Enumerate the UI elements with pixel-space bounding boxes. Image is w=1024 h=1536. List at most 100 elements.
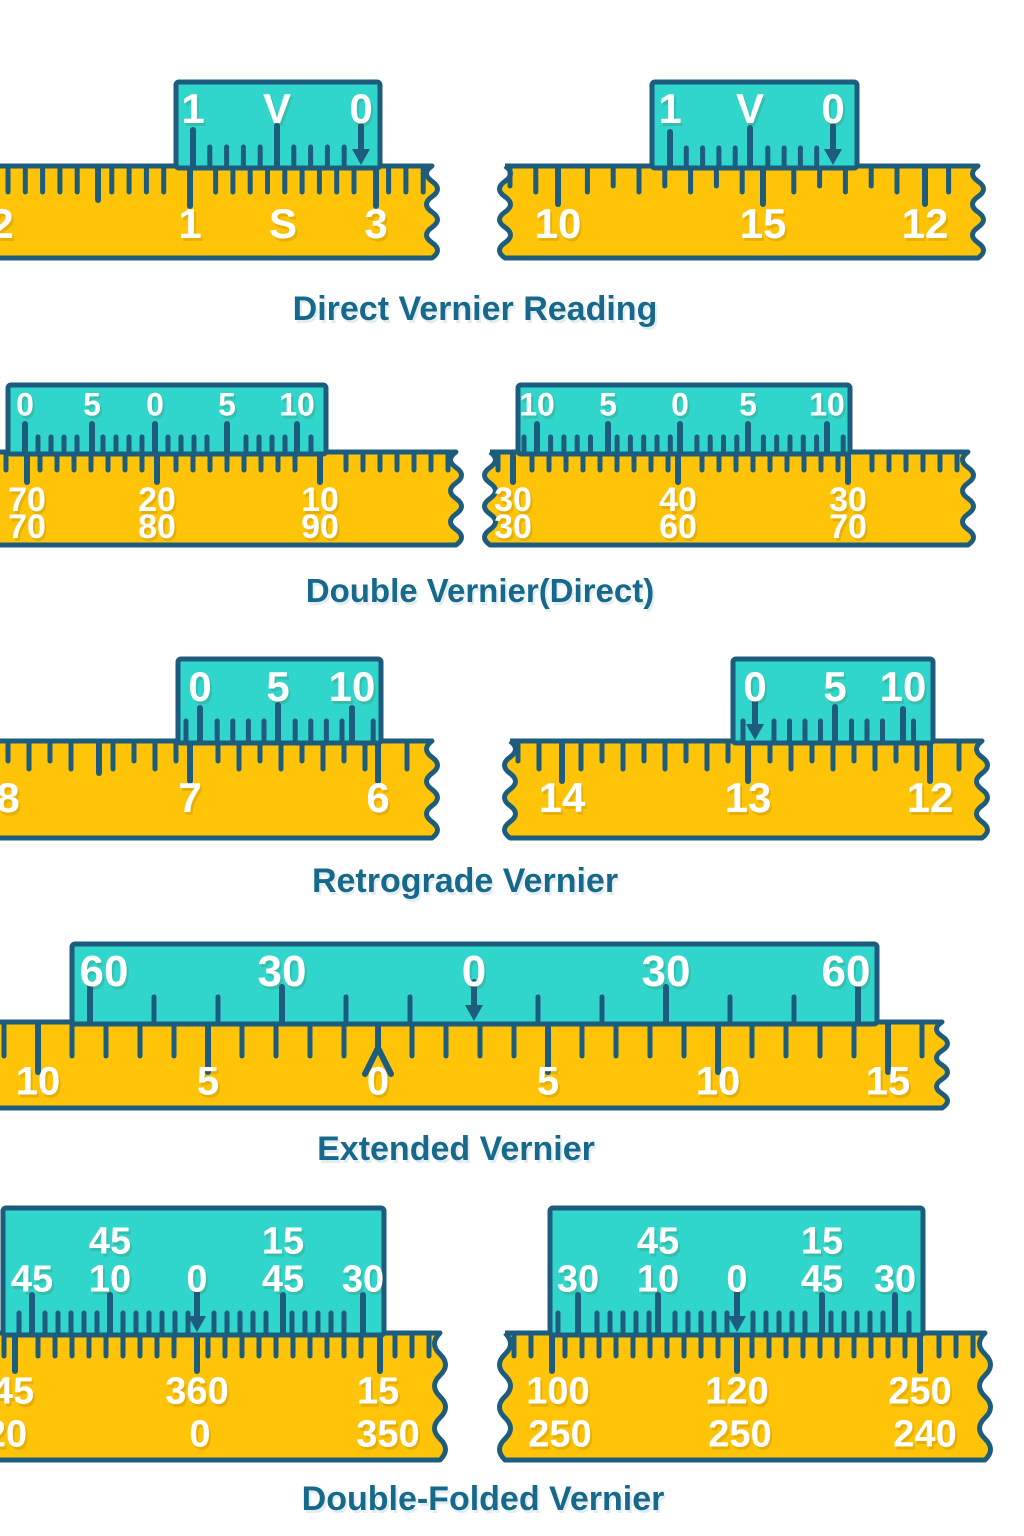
vernier-label: 10 [880,663,927,710]
main-scale-label: 60 [659,508,697,546]
main-scale-label: 360 [165,1371,228,1413]
vernier-label: 5 [83,387,101,423]
vernier-plate [0,1205,387,1338]
main-scale-label: 120 [705,1371,768,1413]
main-scale-label: 0 [367,1059,389,1103]
vernier-label: 5 [823,663,846,710]
vernier-label: 45 [262,1259,304,1301]
main-scale-label: 3 [364,200,387,247]
main-scale-label: 100 [526,1371,589,1413]
main-scale-label: 70 [8,481,46,519]
main-scale-label: 5 [197,1059,219,1103]
index-arrow-head [188,1316,206,1332]
main-scale-label: 80 [138,508,176,546]
main-scale-bar [497,163,986,261]
main-scale-label: 14 [539,774,586,821]
vernier-label: 0 [349,85,372,132]
section-title-direct-vernier: Direct Vernier Reading [292,290,658,328]
folded-left-ruler: 45360152003504515451004530 [0,1205,448,1463]
main-scale-label: 240 [893,1414,956,1456]
vernier-label: 0 [186,1259,207,1301]
main-scale-label: 70 [829,508,867,546]
index-arrow-head [824,149,842,165]
main-scale-label: 350 [356,1414,419,1456]
section-title-double-vernier: Double Vernier(Direct) [305,572,655,609]
vernier-label: 45 [801,1259,843,1301]
index-arrow-head [465,1005,483,1021]
main-scale-label: 40 [659,481,697,519]
vernier-label: 0 [146,387,164,423]
vernier-label: 0 [462,947,486,996]
main-scale-label: 15 [866,1059,911,1103]
main-scale-label: 30 [829,481,867,519]
main-scale-label: 20 [138,481,176,519]
main-scale-label: 12 [902,200,949,247]
main-scale-bar [0,1019,950,1111]
vernier-label: 15 [801,1221,843,1263]
main-scale-bar [482,449,976,548]
main-scale-label: 10 [696,1059,741,1103]
vernier-label: 30 [874,1259,916,1301]
main-scale-label: 6 [366,774,389,821]
main-scale-label: S [269,200,297,247]
vernier-label: 10 [89,1259,131,1301]
vernier-label: 15 [262,1221,304,1263]
main-scale-label: 1 [178,200,201,247]
vernier-label: 0 [743,663,766,710]
vernier-label: 0 [16,387,34,423]
index-arrow-head [746,724,764,740]
section-title-double-folded-vernier: Double-Folded Vernier [301,1480,665,1518]
main-scale-label: 12 [907,774,954,821]
main-scale-label: 45 [0,1371,34,1413]
vernier-label: V [736,85,764,132]
vernier-label: 5 [218,387,236,423]
main-scale-label: 20 [0,1414,27,1456]
vernier-label: 5 [266,663,289,710]
section-title-retrograde-vernier: Retrograde Vernier [311,862,619,900]
main-scale-label: 13 [725,774,772,821]
main-scale-label: 250 [888,1371,951,1413]
main-scale-label: 10 [16,1059,61,1103]
retrograde-right-ruler: 14 13 12 0 5 10 [502,656,990,841]
vernier-label: 10 [809,387,845,423]
main-scale-label: 10 [535,200,582,247]
vernier-label: 1 [658,85,681,132]
index-arrow-head [352,149,370,165]
vernier-label: 0 [188,663,211,710]
main-scale-label: 70 [8,508,46,546]
vernier-label: 30 [557,1259,599,1301]
main-scale-label: 15 [740,200,787,247]
main-scale-bar [497,1330,993,1463]
vernier-label: 30 [642,947,691,996]
main-scale-label: 0 [189,1414,210,1456]
main-scale-label: 2 [0,200,14,247]
vernier-label: 0 [726,1259,747,1301]
double-left-ruler: 70 20 10 70 80 90 0 5 0 5 10 [0,382,464,548]
main-scale-label: 15 [357,1371,399,1413]
index-arrow-head [728,1316,746,1332]
vernier-label: V [263,85,291,132]
main-scale-label: 5 [537,1059,559,1103]
vernier-plate [547,1205,926,1338]
main-scale-label: 30 [494,508,532,546]
main-scale-label: 10 [301,481,339,519]
vernier-label: 10 [279,387,315,423]
main-scale-label: 30 [494,481,532,519]
index-y-mark [362,1021,394,1077]
main-scale-label: 250 [528,1414,591,1456]
vernier-label: 60 [822,947,871,996]
main-scale-bar [0,738,440,841]
main-scale-bar [0,449,464,548]
section-title-extended-vernier: Extended Vernier [317,1130,595,1168]
vernier-label: 30 [258,947,307,996]
main-scale-label: 8 [0,774,20,821]
vernier-plate [515,382,853,457]
main-scale-label: 90 [301,508,339,546]
